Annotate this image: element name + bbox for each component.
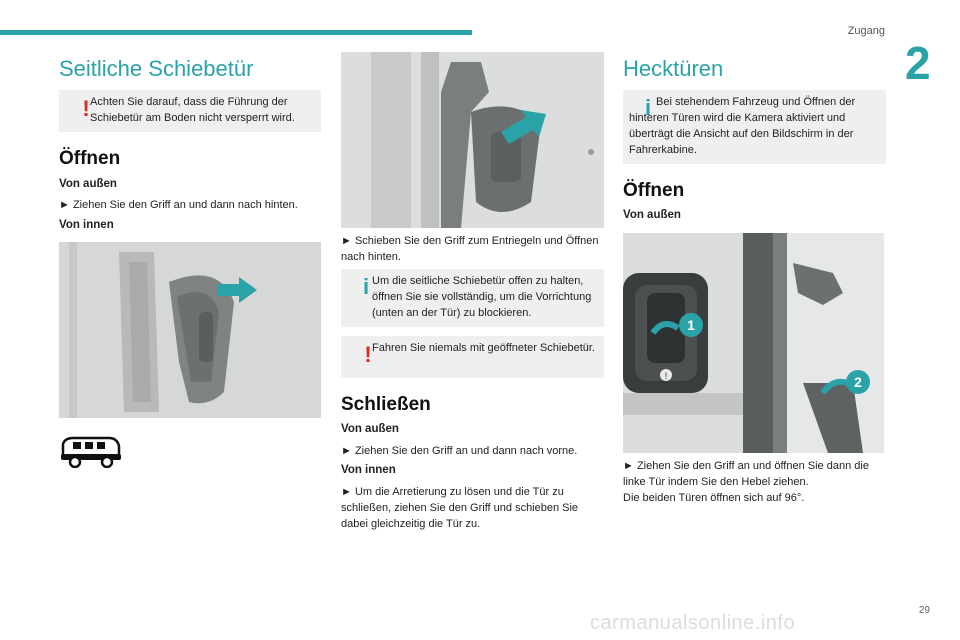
watermark-text: carmanualsonline.info [590,612,796,634]
subheading-von-aussen-1: Von außen [59,178,117,190]
step-aussen-1: ► Ziehen Sie den Griff an und dann nach … [59,199,298,211]
warning-text-2: Fahren Sie niemals mit geöffneter Schieb… [372,342,595,354]
subheading-von-innen-2: Von innen [341,464,396,476]
warning-box-2: ! Fahren Sie niemals mit geöffneter Schi… [341,336,604,378]
info-box-2: i Bei stehendem Fahrzeug und Öffnen der … [623,90,886,164]
info-icon: i [644,95,652,120]
info-icon: i [362,274,370,299]
info-text-2: Bei stehendem Fahrzeug und Öffnen der hi… [629,96,856,156]
step-hecktuer-2: Die beiden Türen öffnen sich auf 96°. [623,492,805,504]
figure-schiebetuer-innengriff-svg [59,242,321,418]
step-innen-2: ► Um die Arretierung zu lösen und die Tü… [341,486,579,530]
step-aussen-2: ► Ziehen Sie den Griff an und dann nach … [341,445,578,457]
title-hecktueren: Hecktüren [623,56,724,81]
figure-hecktueren-griff: ! 1 2 [623,233,884,453]
heading-schliessen: Schließen [341,394,431,415]
info-box-1: i Um die seitliche Schiebetür offen zu h… [341,269,604,327]
subheading-von-aussen-3: Von außen [623,209,681,221]
subheading-von-aussen-2: Von außen [341,423,399,435]
section-name: Zugang [847,25,885,37]
step-entriegeln: ► Schieben Sie den Griff zum Entriegeln … [341,235,599,263]
subheading-von-innen-1: Von innen [59,219,114,231]
warning-icon: ! [82,96,90,121]
step-hecktuer-1: ► Ziehen Sie den Griff an und öffnen Sie… [623,460,869,488]
figure-schiebetuer-griff-entriegeln [341,52,604,228]
warning-text-1: Achten Sie darauf, dass die Führung der … [90,96,295,124]
heading-oeffnen-3: Öffnen [623,180,685,201]
title-seitliche-schiebetuer: Seitliche Schiebetür [59,56,254,81]
page-number: 29 [918,605,930,616]
heading-oeffnen-1: Öffnen [59,148,121,169]
warning-box-1: ! Achten Sie darauf, dass die Führung de… [59,90,321,132]
svg-text:!: ! [665,371,668,381]
chapter-number: 2 [905,37,931,89]
figure-hecktueren-griff-svg: ! [623,233,884,453]
header-accent-bar [0,30,472,35]
figure-schiebetuer-innengriff [59,242,321,418]
callout-1: 1 [679,313,703,337]
info-text-1: Um die seitliche Schiebetür offen zu hal… [372,275,592,319]
van-icon [61,436,121,468]
callout-2: 2 [846,370,870,394]
warning-icon: ! [364,342,372,367]
figure-schiebetuer-griff-entriegeln-svg [341,52,604,228]
